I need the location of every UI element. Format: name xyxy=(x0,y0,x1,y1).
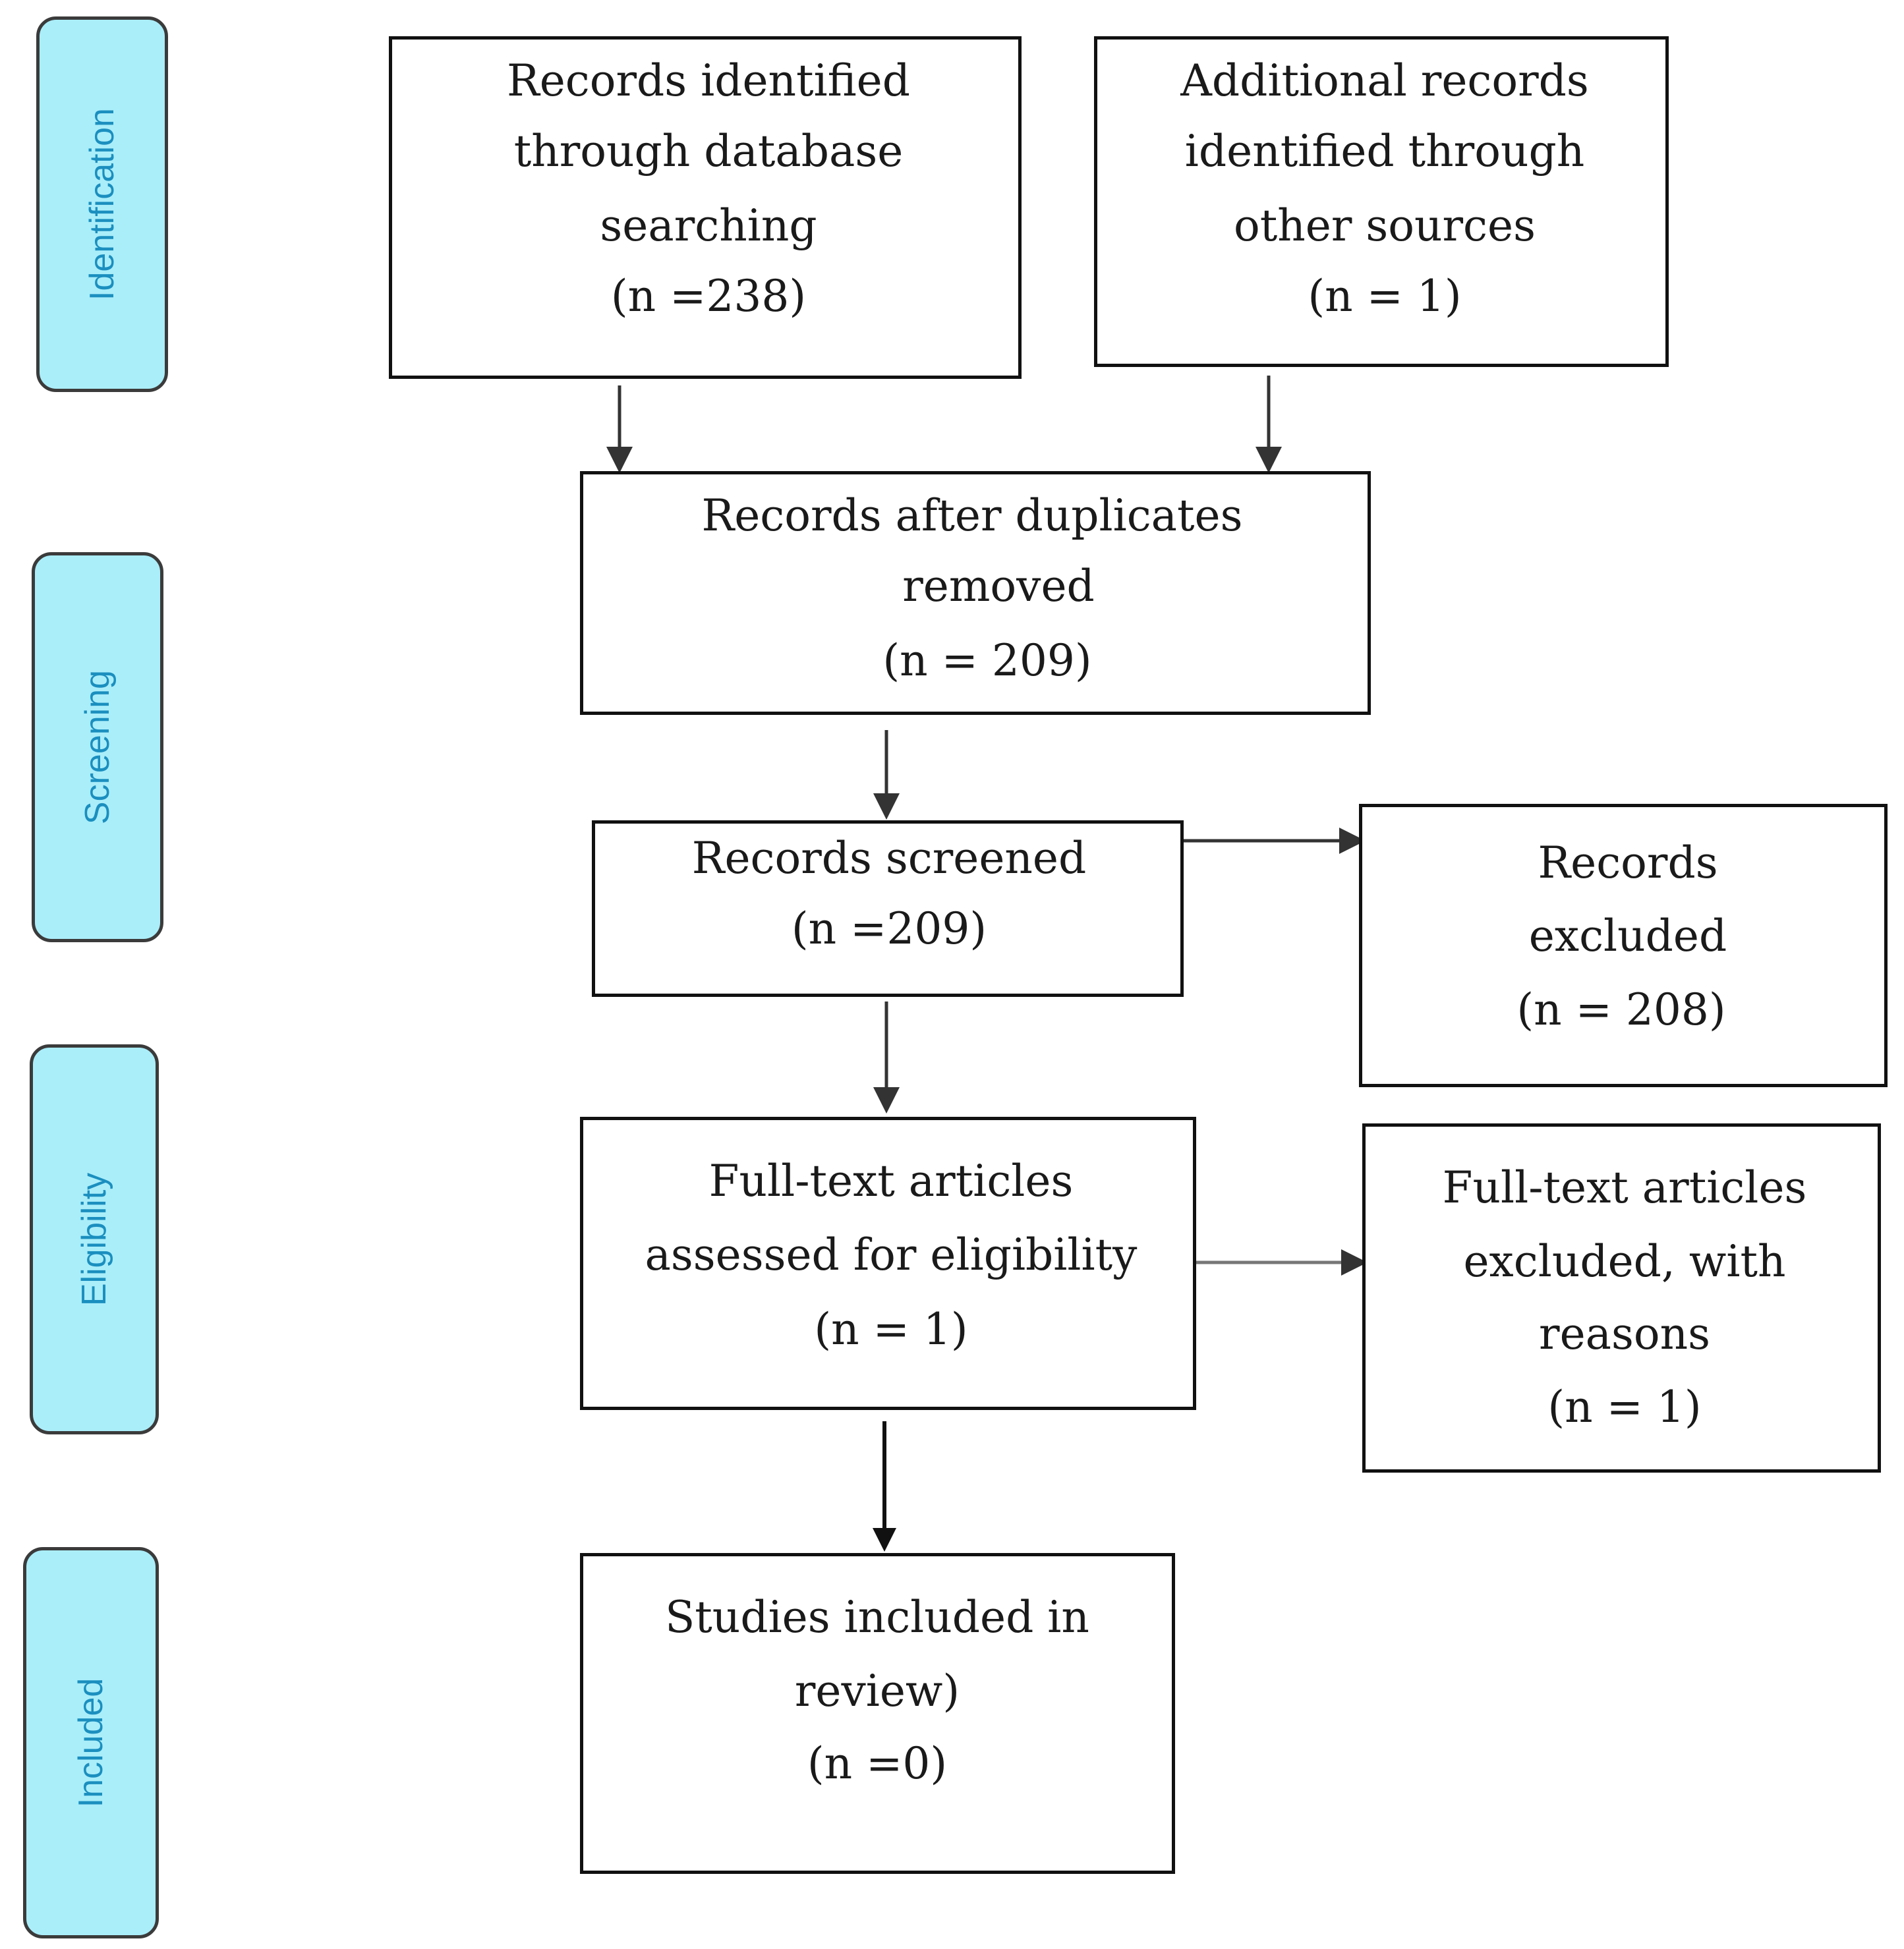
stage-screening: Screening xyxy=(32,552,163,942)
box-text-line: Full-text articles xyxy=(708,1156,1074,1206)
full-text-assessed-box: Full-text articles assessed for eligibil… xyxy=(580,1117,1196,1410)
box-text-line: searching xyxy=(600,200,817,251)
box-text-line: Records identified xyxy=(507,55,910,106)
after-duplicates-box: Records after duplicates removed (n = 20… xyxy=(580,471,1371,715)
box-text-line: (n =238) xyxy=(610,271,807,322)
box-text-line: removed xyxy=(902,561,1095,611)
box-text-line: identified through xyxy=(1184,126,1585,177)
records-excluded-box: Records excluded (n = 208) xyxy=(1359,804,1888,1087)
other-sources-box: Additional records identified through ot… xyxy=(1094,36,1669,367)
records-screened-box: Records screened (n =209) xyxy=(592,820,1184,997)
box-text-line: reasons xyxy=(1539,1309,1710,1359)
stage-identification: Identification xyxy=(36,16,168,392)
box-text-line: (n =209) xyxy=(791,903,987,954)
box-text-line: (n = 208) xyxy=(1516,984,1726,1035)
box-text-line: excluded, with xyxy=(1463,1236,1786,1287)
box-text-line: (n =0) xyxy=(807,1738,948,1789)
box-text-line: (n = 209) xyxy=(882,635,1092,686)
full-text-excluded-box: Full-text articles excluded, with reason… xyxy=(1362,1123,1881,1473)
stage-included: Included xyxy=(23,1547,159,1938)
box-text-line: Additional records xyxy=(1180,55,1589,106)
stage-eligibility: Eligibility xyxy=(30,1044,159,1434)
box-text-line: through database xyxy=(513,126,904,177)
box-text-line: Records xyxy=(1538,837,1718,888)
database-records-box: Records identified through database sear… xyxy=(389,36,1022,379)
box-text-line: Records after duplicates xyxy=(701,490,1243,541)
box-text-line: Studies included in xyxy=(665,1592,1089,1643)
box-text-line: (n = 1) xyxy=(1547,1382,1702,1432)
box-text-line: (n = 1) xyxy=(1308,271,1462,322)
box-text-line: review) xyxy=(794,1666,960,1716)
box-text-line: (n = 1) xyxy=(814,1304,968,1355)
box-text-line: excluded xyxy=(1528,911,1727,961)
box-text-line: assessed for eligibility xyxy=(645,1229,1138,1280)
box-text-line: Records screened xyxy=(691,833,1087,884)
box-text-line: Full-text articles xyxy=(1442,1162,1807,1213)
studies-included-box: Studies included in review) (n =0) xyxy=(580,1553,1175,1874)
box-text-line: other sources xyxy=(1234,200,1536,251)
